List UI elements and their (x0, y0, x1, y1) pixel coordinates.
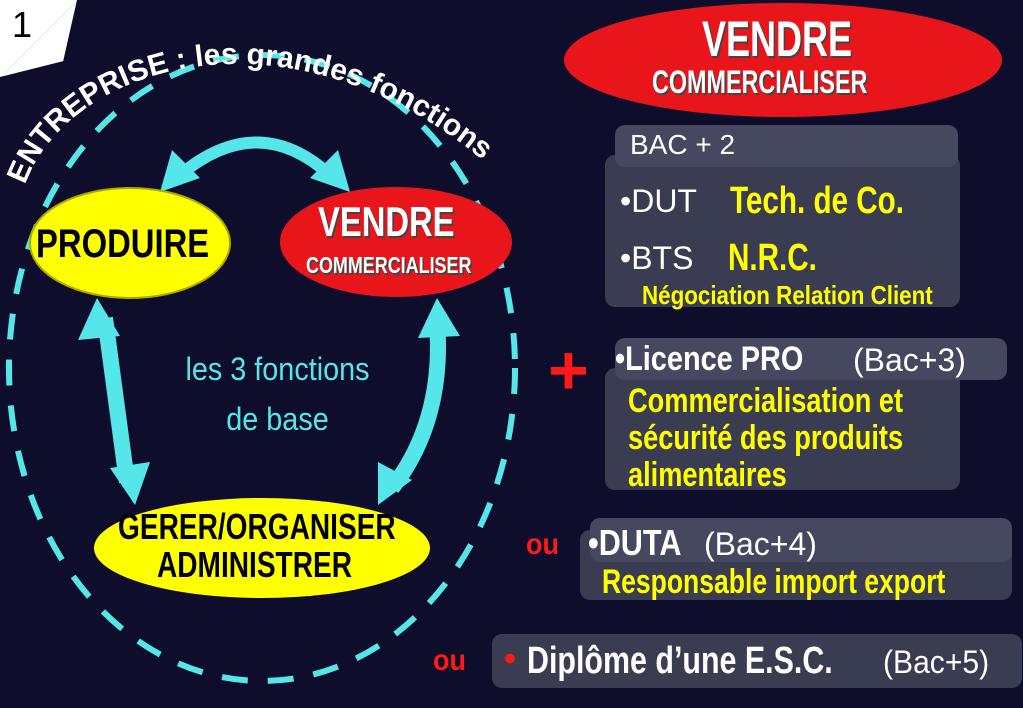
page-corner-fold (0, 0, 78, 78)
dut-bullet: •DUT (620, 183, 697, 219)
vendre-ellipse (280, 187, 512, 297)
center-caption-line2: de base (226, 401, 329, 437)
arrow-produire-gerer (97, 316, 135, 484)
slide-number: 1 (12, 4, 33, 45)
arrow-vendre-gerer (385, 319, 447, 493)
duta-or: ou (526, 528, 559, 561)
duta-header-bar (590, 518, 1012, 562)
header-ellipse (564, 3, 1002, 117)
bac2-header-bar (615, 125, 958, 167)
duta-bullet: •DUTA (588, 522, 682, 563)
esc-or: ou (433, 644, 466, 677)
licence-panel (605, 368, 960, 490)
esc-name: Diplôme d’une E.S.C. (527, 640, 833, 682)
bac2-label: BAC + 2 (630, 129, 736, 160)
licence-header-bar (615, 338, 1007, 380)
produire-label: PRODUIRE (36, 222, 210, 266)
licence-line3: alimentaires (628, 456, 787, 494)
header-subtitle: COMMERCIALISER (652, 64, 868, 100)
esc-level: (Bac+5) (883, 644, 990, 680)
licence-line2: sécurité des produits (628, 419, 904, 457)
bts-bullet: •BTS (620, 240, 694, 276)
bts-specialty: N.R.C. (728, 237, 817, 279)
duta-level: (Bac+4) (704, 526, 817, 562)
arrow-head-left (160, 150, 200, 192)
dut-specialty: Tech. de Co. (730, 180, 905, 222)
licence-line1: Commercialisation et (628, 382, 904, 420)
esc-panel (492, 634, 1022, 688)
bts-detail: Négociation Relation Client (642, 280, 933, 310)
produire-ellipse (29, 187, 231, 299)
arrow-head-right (310, 150, 350, 192)
gerer-ellipse (94, 498, 430, 598)
gerer-label: GERER/ORGANISER (118, 506, 396, 547)
dashed-cycle-ellipse (6, 52, 518, 684)
duta-detail: Responsable import export (602, 563, 946, 601)
plus-sign: + (548, 331, 589, 409)
administrer-label: ADMINISTRER (157, 544, 352, 585)
esc-bullet: • (504, 640, 516, 678)
licence-bullet: •Licence PRO (615, 340, 804, 378)
center-caption-line1: les 3 fonctions (185, 351, 370, 387)
bac2-panel (605, 155, 960, 307)
commercialiser-label: COMMERCIALISER (306, 252, 472, 278)
center-caption: les 3 fonctions de base (140, 344, 415, 444)
vendre-label: VENDRE (318, 198, 455, 245)
licence-level: (Bac+3) (853, 342, 966, 378)
header-title: VENDRE (702, 11, 853, 67)
arrow-produire-vendre (176, 136, 335, 180)
